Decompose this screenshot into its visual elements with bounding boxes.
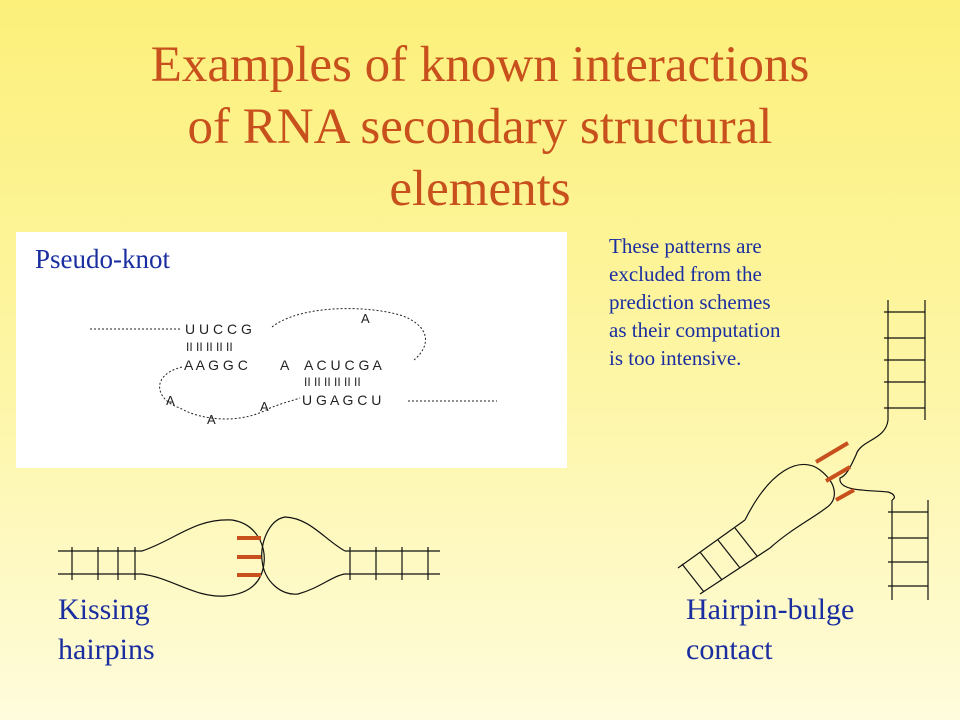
pseudoknot-panel	[16, 232, 567, 468]
pk-strand-top: U U C C G	[185, 321, 252, 337]
note-line: excluded from the	[609, 262, 762, 286]
hairpin-stem-lower	[699, 547, 771, 595]
pk-spacer-a: A	[280, 357, 290, 373]
note-line: is too intensive.	[609, 346, 742, 370]
slide-title: Examples of known interactions of RNA se…	[60, 34, 900, 220]
exclusion-note: These patterns are excluded from the pre…	[609, 232, 899, 372]
pseudoknot-label: Pseudo-knot	[35, 244, 170, 274]
kiss-right-loop	[261, 516, 346, 595]
bulge-strand	[839, 419, 889, 493]
label-line: contact	[686, 633, 773, 666]
bulge-interaction-bar	[835, 488, 855, 502]
pseudoknot-diagram	[90, 308, 497, 420]
bulge-interaction-bars	[814, 441, 855, 502]
pk-loop-top-a: A	[361, 311, 370, 326]
pk-loop-right-a: A	[260, 399, 269, 414]
pk-pairs-top: II II II II II	[186, 340, 233, 354]
bulge-interaction-bar	[824, 465, 852, 483]
bulge-interaction-bar	[814, 441, 850, 464]
pk-loop-top	[271, 308, 426, 361]
label-line: Kissing	[58, 593, 150, 626]
kiss-left-loop	[141, 519, 265, 597]
title-line: of RNA secondary structural	[187, 99, 773, 155]
note-line: prediction schemes	[609, 290, 771, 314]
title-line: Examples of known interactions	[150, 37, 810, 93]
bulge-rung	[734, 527, 758, 557]
pk-strand-mid: A A G G C	[184, 357, 248, 373]
hairpin-bulge-label: Hairpin-bulge contact	[686, 590, 854, 670]
bulge-rung	[681, 563, 705, 593]
pk-strand-right: A C U C G A	[304, 357, 382, 373]
bulge-rung	[717, 539, 741, 569]
hairpin-loop	[744, 463, 835, 549]
label-line: hairpins	[58, 633, 155, 666]
pk-loop-bottom-a: A	[207, 412, 216, 427]
pk-loop-left-a: A	[166, 393, 175, 408]
title-line: elements	[389, 161, 571, 217]
pseudoknot-sequence: U U C C G II II II II II A A G G C A A C…	[166, 311, 382, 427]
kissing-interaction-bars	[237, 536, 261, 577]
label-line: Hairpin-bulge	[686, 593, 855, 626]
bulge-strand-join	[887, 491, 895, 501]
kissing-hairpins-diagram	[58, 516, 440, 597]
hairpin-stem-upper	[677, 519, 746, 569]
note-line: as their computation	[609, 318, 781, 342]
kissing-hairpins-label: Kissing hairpins	[58, 590, 155, 670]
hairpin-bulge-diagram	[677, 300, 929, 600]
note-line: These patterns are	[609, 234, 762, 258]
pk-pairs-bottom: II II II II II II	[304, 375, 361, 389]
pk-strand-bottom: U G A G C U	[302, 392, 381, 408]
pk-loop-bottom	[159, 366, 301, 420]
bulge-rung	[699, 551, 723, 581]
